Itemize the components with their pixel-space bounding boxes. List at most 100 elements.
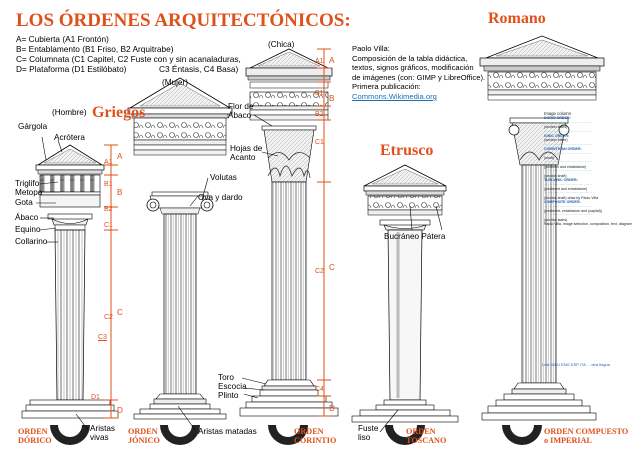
side-note-filler-1: ········································	[544, 120, 592, 125]
fuste-liso-line-1: Fuste	[358, 424, 379, 433]
side-note-8: (section shaft)	[544, 173, 567, 178]
ionic-order-drawing	[127, 77, 233, 420]
dim-A-doric: A	[117, 152, 123, 161]
side-note-13: (pediment, entablature and (capital))	[544, 208, 602, 213]
side-note-7: (pedimen and entablature)	[544, 164, 587, 169]
label-fuste-liso: Fuste liso	[358, 424, 378, 442]
doric-order-drawing	[21, 144, 119, 419]
legend-line-c-continued: C3 Éntasis, C4 Basa)	[159, 64, 239, 74]
order-composite-line-2: o IMPERIAL	[544, 435, 592, 445]
side-note-filler-10: ········································	[544, 213, 592, 218]
order-doric-line-2: DÓRICO	[18, 435, 52, 445]
order-tuscan-line-2: TOSCANO	[406, 435, 447, 445]
order-doric: ORDEN DÓRICO	[18, 427, 52, 446]
dim-B-corinthian: B	[329, 94, 335, 103]
label-gota: Gota	[15, 198, 33, 207]
order-ionic-line-2: JÓNICO	[128, 435, 160, 445]
label-collarino: Collarino	[15, 237, 48, 246]
side-note-9: TUSCANIC ORDER:	[544, 178, 578, 183]
commons-link[interactable]: Commons.Wikimedia.org	[352, 92, 437, 101]
aristas-vivas-line-2: vivas	[90, 433, 109, 442]
legend-line-d: D= Plataforma (D1 Estilóbato)	[16, 64, 127, 74]
page-title: LOS ÓRDENES ARQUITECTÓNICOS:	[16, 10, 351, 31]
dim-C2-doric: C2	[104, 314, 113, 321]
side-note-top: Image column	[544, 111, 571, 116]
label-hojas-acanto: Hojas de Acanto	[230, 144, 262, 162]
side-notes: Image column DORIC ORDER: ··············…	[544, 111, 636, 227]
dim-C1-doric: C1	[104, 222, 113, 229]
order-corinthian-line-2: CORINTIO	[294, 435, 337, 445]
tuscan-order-drawing	[351, 164, 459, 423]
label-flor-abaco: Flor de Ábaco	[228, 102, 253, 120]
label-bucraneo-patera: Bucráneo Pátera	[384, 232, 446, 241]
section-title-romano: Romano	[488, 10, 546, 27]
caption-mujer: (Mujer)	[162, 78, 188, 87]
caption-hombre: (Hombre)	[52, 108, 87, 117]
dim-C4-corinthian: C4	[315, 386, 324, 393]
author-note-line-2: Composición de la tabla didáctica,	[352, 53, 468, 63]
flor-abaco-line-1: Flor de	[228, 102, 254, 111]
label-equino: Equino	[15, 225, 41, 234]
order-ionic-line-1: ORDEN	[128, 427, 158, 436]
dim-C2-corinthian: C2	[315, 268, 324, 275]
section-title-griegos: Griegos	[92, 104, 146, 121]
dim-A-corinthian: A	[329, 56, 335, 65]
label-acrotera: Acrótera	[54, 133, 85, 142]
flor-abaco-line-2: Ábaco	[228, 111, 252, 120]
side-note-6: (shaft)	[544, 156, 555, 161]
legend-line-c: C= Columnata (C1 Capitel, C2 Fuste con y…	[16, 54, 241, 64]
label-triglifo: Triglifo	[15, 179, 40, 188]
legend-line-a: A= Cubierta (A1 Frontón)	[16, 34, 109, 44]
author-note-line-1: Paolo Villa:	[352, 44, 390, 53]
fuste-liso-line-2: liso	[358, 433, 371, 442]
label-ova-dardo: Ova y dardo	[198, 193, 243, 202]
label-abaco: Ábaco	[15, 213, 39, 222]
order-corinthian-line-1: ORDEN	[294, 427, 324, 436]
order-corinthian: ORDEN CORINTIO	[294, 427, 337, 446]
order-composite-line-1: ORDEN COMPUESTO	[544, 427, 629, 436]
order-composite: ORDEN COMPUESTO o IMPERIAL	[544, 427, 629, 446]
dim-B2-corinthian: B2	[315, 111, 324, 118]
dim-D-doric: D	[117, 406, 123, 415]
side-note-1: DORIC ORDER:	[544, 116, 571, 121]
dim-B1-doric: B1	[104, 181, 113, 188]
order-tuscan: ORDEN TOSCANO	[406, 427, 447, 446]
side-note-12: COMPOSITE ORDER:	[544, 200, 581, 205]
side-note-filler-2: ········································	[544, 129, 592, 134]
label-plinto: Plinto	[218, 391, 239, 400]
order-tuscan-line-1: ORDEN	[406, 427, 436, 436]
dim-B-doric: B	[117, 188, 123, 197]
corinthian-order-drawing	[239, 48, 339, 417]
hojas-acanto-line-2: Acanto	[230, 153, 256, 162]
side-note-5: CORINTHIAN ORDER:	[544, 147, 582, 152]
label-volutas: Volutas	[210, 173, 237, 182]
dim-D1-doric: D1	[91, 394, 100, 401]
dim-C-doric: C	[117, 308, 123, 317]
author-note-line-4: de imágenes (con: GIMP y LibreOffice).	[352, 72, 486, 82]
side-note-filler-3: ········································	[544, 142, 592, 147]
composite-order-drawing	[479, 35, 605, 421]
label-gargola: Gárgola	[18, 122, 48, 131]
aristas-vivas-line-1: Aristas	[90, 424, 116, 433]
legend-line-b: B= Entablamento (B1 Friso, B2 Arquitrabe…	[16, 44, 174, 54]
order-ionic: ORDEN JÓNICO	[128, 427, 160, 446]
dim-B1-corinthian: B1	[315, 90, 324, 97]
dim-A1-corinthian: A1	[315, 58, 324, 65]
language-links[interactable]: Link: DEU ENG ESP ITA ... otra lingua	[542, 362, 610, 367]
side-note-2: (section stairs)	[544, 125, 568, 130]
dimension-lines	[104, 48, 331, 419]
label-aristas-matadas: Aristas matadas	[198, 427, 257, 436]
side-note-4: (section frieze)	[544, 138, 568, 143]
label-toro: Toro	[218, 373, 234, 382]
side-note-filler-9: ········································	[544, 204, 592, 209]
side-note-filler-4: ········································	[544, 151, 592, 156]
order-doric-line-1: ORDEN	[18, 427, 48, 436]
section-title-etrusco: Etrusco	[380, 142, 434, 159]
side-note-filler-7: ········································	[544, 182, 592, 187]
author-note-line-3: textos, signos gráficos, modificación	[352, 63, 474, 73]
side-note-3: IONIC ORDER:	[544, 134, 570, 139]
caption-chica: (Chica)	[268, 40, 295, 49]
label-escocia: Escocia	[218, 382, 247, 391]
side-note-14: (section stairs)	[544, 217, 568, 222]
